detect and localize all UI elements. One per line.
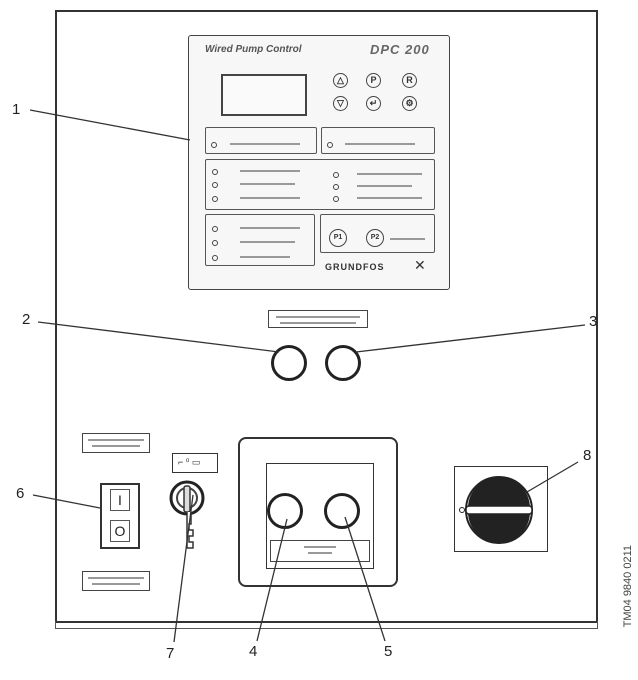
label-plate (82, 571, 150, 591)
leader-line-8 (526, 461, 579, 493)
leader-line-7 (173, 494, 194, 643)
status-led (333, 172, 339, 178)
info-section (205, 214, 315, 266)
controller-title: Wired Pump Control (205, 44, 302, 55)
leader-line-3 (355, 324, 586, 353)
pump2-status-section (321, 127, 435, 154)
status-led (212, 196, 218, 202)
status-led (212, 182, 218, 188)
callout-4: 4 (249, 643, 258, 660)
rocker-on-label: I (110, 489, 130, 511)
status-led (212, 169, 218, 175)
fine-print (240, 241, 295, 243)
p2-manual-button[interactable]: P2 (366, 229, 384, 247)
callout-8: 8 (583, 447, 592, 464)
fine-print (240, 227, 300, 229)
r-key-icon[interactable]: R (402, 73, 417, 88)
status-led (333, 184, 339, 190)
fine-print (240, 197, 300, 199)
fine-print (92, 583, 140, 585)
fine-print (240, 170, 300, 172)
status-led (211, 142, 217, 148)
controller-model: DPC 200 (370, 42, 430, 57)
fine-print (345, 143, 415, 145)
brand-symbol-icon: ✕ (414, 257, 426, 273)
alarm-section (205, 159, 435, 210)
pushbutton-5[interactable] (324, 493, 360, 529)
button-housing-inner (266, 463, 374, 569)
up-arrow-icon[interactable]: △ (333, 73, 348, 88)
pushbutton-2[interactable] (271, 345, 307, 381)
status-led (212, 240, 218, 246)
fine-print (88, 577, 144, 579)
leader-line-5 (344, 516, 386, 642)
isolator-knob-top (468, 477, 530, 508)
fine-print (357, 197, 422, 199)
fine-print (357, 185, 412, 187)
brand-logo: GRUNDFOS (325, 262, 385, 272)
p-key-icon[interactable]: P (366, 73, 381, 88)
fine-print (390, 238, 425, 240)
panel-base (55, 621, 598, 629)
leader-line-6 (32, 494, 101, 509)
isolator-switch[interactable] (454, 466, 548, 552)
fine-print (240, 256, 290, 258)
fine-print (276, 316, 360, 318)
callout-6: 6 (16, 485, 25, 502)
fine-print (304, 546, 336, 548)
callout-2: 2 (22, 311, 31, 328)
leader-line-2 (37, 321, 280, 353)
fine-print (308, 552, 332, 554)
status-led (333, 196, 339, 202)
lcd-display (221, 74, 307, 116)
fine-print (280, 322, 356, 324)
key-position-icon: ⌐ ⁰ ▭ (178, 457, 201, 467)
down-arrow-icon[interactable]: ▽ (333, 96, 348, 111)
leader-line-1 (29, 109, 191, 141)
pushbutton-3[interactable] (325, 345, 361, 381)
button-housing-outer (238, 437, 398, 587)
enter-key-icon[interactable]: ↵ (366, 96, 381, 111)
fine-print (357, 173, 422, 175)
status-led (327, 142, 333, 148)
isolator-handle (465, 505, 533, 515)
callout-1: 1 (12, 101, 21, 118)
callout-3: 3 (589, 313, 598, 330)
label-plate (270, 540, 370, 562)
fine-print (240, 183, 295, 185)
fine-print (230, 143, 300, 145)
leader-line-4 (256, 518, 288, 642)
rocker-off-label: O (110, 520, 130, 542)
status-led (212, 255, 218, 261)
pump1-status-section (205, 127, 317, 154)
label-plate (82, 433, 150, 453)
status-led (212, 226, 218, 232)
label-plate (268, 310, 368, 328)
fine-print (88, 439, 144, 441)
callout-7: 7 (166, 645, 175, 662)
isolator-position-dot (459, 507, 465, 513)
isolator-knob-bottom (468, 512, 530, 543)
fine-print (92, 445, 140, 447)
settings-key-icon[interactable]: ⚙ (402, 96, 417, 111)
figure-reference: TM04 9840 0211 (622, 545, 634, 628)
key-switch-label (172, 453, 218, 473)
rocker-switch[interactable] (100, 483, 140, 549)
callout-5: 5 (384, 643, 393, 660)
p1-manual-button[interactable]: P1 (329, 229, 347, 247)
manual-control-section (320, 214, 435, 253)
